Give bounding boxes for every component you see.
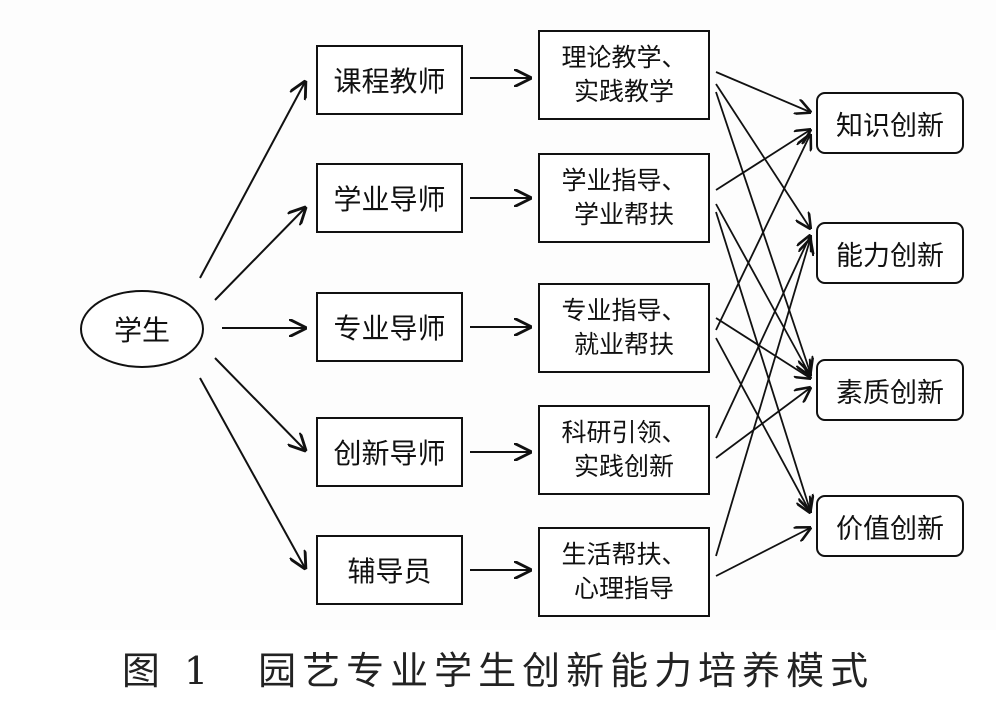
node-academic-mentor: 学业导师: [316, 163, 463, 233]
arrow-a4-o3: [715, 388, 810, 459]
arrow-student-to-academic-mentor: [214, 208, 305, 301]
node-teaching-line2: 实践教学: [573, 77, 674, 106]
diagram-area: 学生 课程教师 学业导师 专业导师 创新导师 辅导员 理论教学、 实践教学 学业…: [80, 0, 996, 630]
node-research-practice: 科研引领、 实践创新: [538, 405, 710, 495]
student-node: 学生: [80, 290, 204, 368]
arrow-a4-o2: [715, 236, 810, 439]
node-teaching: 理论教学、 实践教学: [538, 30, 710, 120]
node-knowledge-innovation: 知识创新: [816, 92, 964, 154]
node-research-practice-line1: 科研引领、: [561, 418, 687, 447]
arrow-a2-o3: [715, 203, 810, 375]
arrow-a3-o3: [715, 317, 810, 378]
arrow-a1-o1: [715, 71, 810, 112]
arrow-a5-o2: [715, 240, 810, 557]
node-research-practice-line2: 实践创新: [573, 452, 674, 481]
node-counselor: 辅导员: [316, 535, 463, 605]
node-major-guidance-line2: 就业帮扶: [573, 330, 674, 359]
arrow-student-to-innovation-mentor: [214, 357, 305, 450]
node-life-support-line1: 生活帮扶、: [561, 540, 687, 569]
node-major-mentor: 专业导师: [316, 292, 463, 362]
node-major-guidance: 专业指导、 就业帮扶: [538, 283, 710, 373]
node-quality-innovation: 素质创新: [816, 359, 964, 421]
arrow-student-to-counselor: [199, 377, 305, 568]
node-life-support: 生活帮扶、 心理指导: [538, 527, 710, 617]
node-academic-guidance-line1: 学业指导、: [561, 166, 687, 195]
arrow-a2-o1: [715, 130, 810, 191]
node-ability-innovation: 能力创新: [816, 222, 964, 284]
arrow-a3-o4: [715, 337, 810, 512]
node-major-guidance-line1: 专业指导、: [561, 296, 687, 325]
node-course-teacher: 课程教师: [316, 45, 463, 115]
arrow-student-to-course-teacher: [199, 82, 305, 279]
node-teaching-line1: 理论教学、: [561, 43, 687, 72]
arrow-a3-o1: [715, 135, 810, 331]
figure-caption: 图 1 园艺专业学生创新能力培养模式: [121, 649, 875, 693]
arrow-a1-o2: [715, 83, 810, 228]
arrow-a5-o4: [715, 528, 810, 577]
node-value-innovation: 价值创新: [816, 495, 964, 557]
arrow-layer: [199, 0, 996, 630]
node-life-support-line2: 心理指导: [573, 574, 674, 603]
node-academic-guidance: 学业指导、 学业帮扶: [538, 153, 710, 243]
arrow-a2-o4: [715, 211, 810, 510]
node-innovation-mentor: 创新导师: [316, 417, 463, 487]
node-academic-guidance-line2: 学业帮扶: [573, 200, 674, 229]
